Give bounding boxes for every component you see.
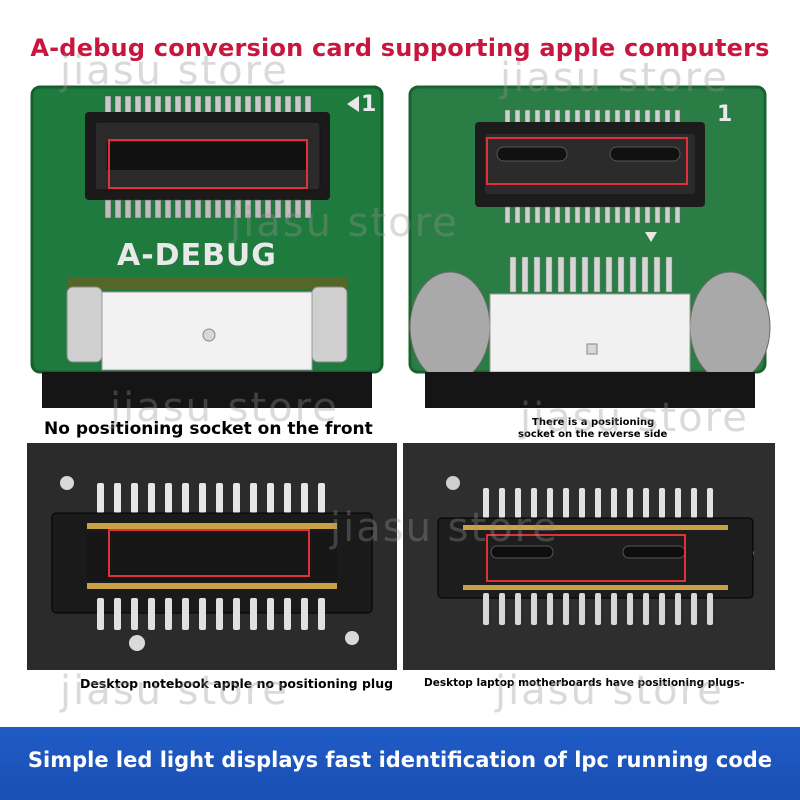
watermark: jiasu store: [60, 668, 289, 714]
motherboard-no-plug-photo: [27, 443, 397, 670]
watermark: jiasu store: [495, 668, 724, 714]
bottom-banner-text: Simple led light displays fast identific…: [27, 748, 773, 772]
motherboard-with-plug-photo: [403, 443, 775, 670]
caption-front: No positioning socket on the front: [44, 419, 373, 439]
board-label: A-DEBUG: [117, 238, 277, 273]
caption-reverse-line2: socket on the reverse side: [518, 429, 668, 440]
reverse-board-photo: 1: [405, 82, 775, 412]
caption-desktop-plug: Desktop laptop motherboards have positio…: [424, 677, 745, 689]
pin-one-marker: 1: [361, 92, 377, 117]
caption-reverse-line1: There is a positioning: [532, 417, 655, 428]
caption-desktop-no-plug: Desktop notebook apple no positioning pl…: [80, 676, 394, 691]
front-board-photo: A-DEBUG 1: [27, 82, 395, 412]
bottom-banner: [0, 727, 800, 800]
pin-one-marker-reverse: 1: [717, 102, 733, 127]
page-title: A-debug conversion card supporting apple…: [30, 34, 770, 62]
